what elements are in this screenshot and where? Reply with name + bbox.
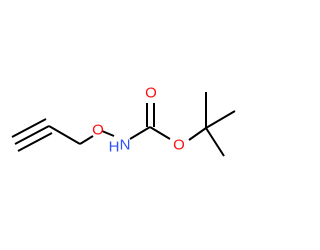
oxygen-nitrogen-bond: [101, 130, 115, 137]
nitrogen-label: N: [120, 137, 131, 154]
ester-oxygen-label: O: [173, 137, 185, 154]
carbonyl-double-bond: [146, 103, 155, 127]
carbonyl-oxygen-label: O: [145, 85, 157, 102]
ether-oxygen-label: O: [92, 122, 104, 139]
propargyl-ch2-bond: [48, 125, 81, 145]
nitrogen-hydrogen-label: H: [109, 139, 120, 156]
molecule-structure: O N H O O: [11, 85, 236, 157]
carbonyl-ester-oxygen-bond: [149, 126, 171, 140]
alkyne-triple-bond: [11, 118, 53, 152]
nitrogen-carbonyl-bond: [129, 126, 151, 140]
tbutyl-methyl-bottom: [205, 127, 225, 157]
ester-oxygen-quaternary-bond: [188, 127, 207, 141]
tbutyl-methyl-right: [205, 110, 236, 129]
ch2-oxygen-bond: [79, 135, 94, 145]
